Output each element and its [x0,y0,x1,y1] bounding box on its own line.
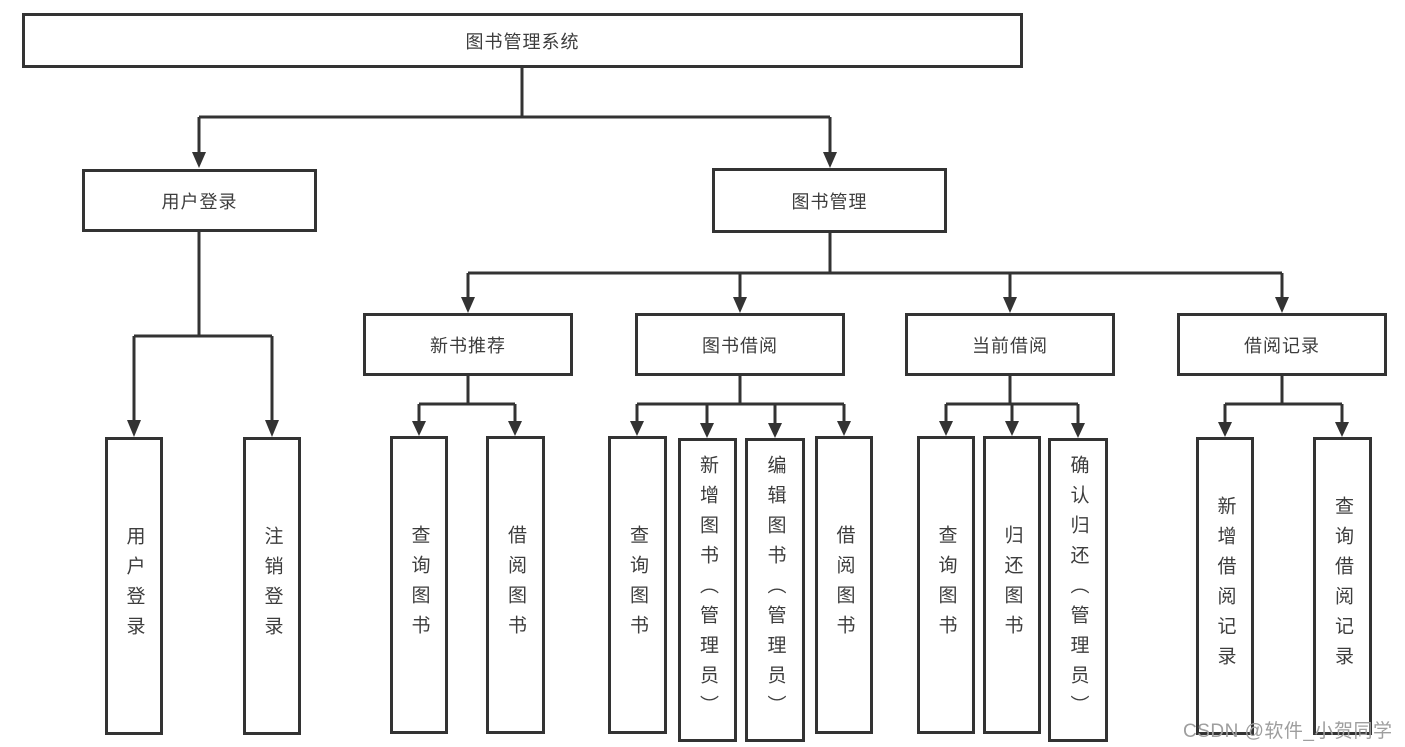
leaf-logout-label: 注销登录 [261,526,283,646]
leaf-query-book-3: 查询图书 [917,436,975,734]
node-current-borrow-label: 当前借阅 [972,335,1048,356]
leaf-add-book-admin-label: 新增图书（管理员） [697,455,718,725]
connector-borrow-records-group [1223,376,1344,424]
node-user-login: 用户登录 [82,169,317,232]
leaf-edit-book-admin: 编辑图书（管理员） [745,438,805,742]
connector-new-book-group [417,376,517,423]
connector-book-borrow-group [635,376,846,425]
leaf-query-book-2: 查询图书 [608,436,667,734]
leaf-logout: 注销登录 [243,437,301,735]
node-user-login-label: 用户登录 [161,191,238,212]
connector-user-login [132,232,274,422]
node-book-borrow: 图书借阅 [635,313,845,376]
node-current-borrow: 当前借阅 [905,313,1115,376]
leaf-confirm-return-admin-label: 确认归还（管理员） [1067,455,1089,725]
leaf-query-borrow-record: 查询借阅记录 [1313,437,1372,735]
leaf-query-book-3-label: 查询图书 [935,525,957,645]
leaf-query-book-1-label: 查询图书 [408,525,430,645]
leaf-add-borrow-record-label: 新增借阅记录 [1214,496,1236,676]
connector-root-stem [197,68,832,154]
leaf-query-borrow-record-label: 查询借阅记录 [1332,496,1353,676]
node-book-borrow-label: 图书借阅 [702,335,778,356]
leaf-borrow-book-1-label: 借阅图书 [505,525,526,645]
node-book-management-label: 图书管理 [791,191,868,212]
leaf-user-login-label: 用户登录 [123,526,145,646]
node-new-book-recommend-label: 新书推荐 [430,335,506,356]
leaf-add-borrow-record: 新增借阅记录 [1196,437,1254,735]
leaf-confirm-return-admin: 确认归还（管理员） [1048,438,1108,742]
node-root: 图书管理系统 [22,13,1023,68]
node-borrow-records: 借阅记录 [1177,313,1387,376]
leaf-return-book: 归还图书 [983,436,1041,734]
leaf-edit-book-admin-label: 编辑图书（管理员） [764,455,786,725]
arrowheads [127,152,1349,438]
leaf-borrow-book-1: 借阅图书 [486,436,545,734]
leaf-query-book-2-label: 查询图书 [627,525,648,645]
node-new-book-recommend: 新书推荐 [363,313,573,376]
leaf-query-book-1: 查询图书 [390,436,448,734]
leaf-return-book-label: 归还图书 [1001,525,1023,645]
node-book-management: 图书管理 [712,168,947,233]
node-root-label: 图书管理系统 [465,31,580,52]
watermark: CSDN @软件_小贺同学 [1183,721,1393,742]
leaf-add-book-admin: 新增图书（管理员） [678,438,737,742]
leaf-borrow-book-2: 借阅图书 [815,436,873,734]
leaf-borrow-book-2-label: 借阅图书 [833,525,855,645]
leaf-user-login: 用户登录 [105,437,163,735]
node-borrow-records-label: 借阅记录 [1244,335,1320,356]
connector-book-mgmt [466,233,1284,300]
connector-current-borrow-group [944,376,1080,425]
